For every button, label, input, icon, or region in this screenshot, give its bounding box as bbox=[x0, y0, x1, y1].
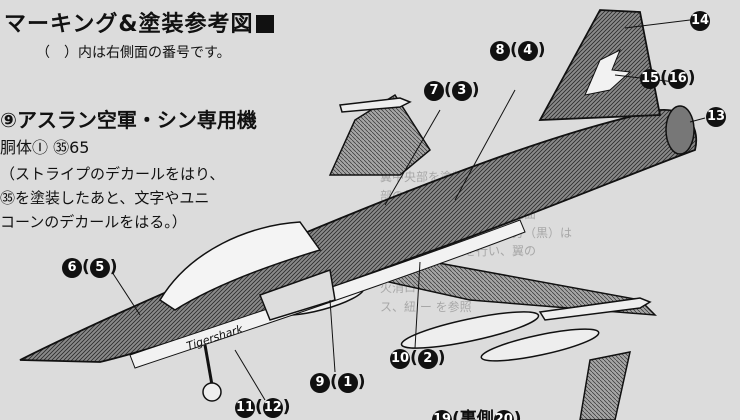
page-title: マーキング&塗装参考図 bbox=[4, 6, 274, 38]
callout-6: 6(5) bbox=[62, 257, 118, 278]
callout-10: 10(2) bbox=[390, 348, 446, 369]
wingtip-missile-left bbox=[339, 97, 412, 113]
callout-15: 15(16) bbox=[640, 68, 696, 89]
ventral-fin bbox=[579, 351, 631, 420]
instructions: （ストライプのデカールをはり、 ㉟を塗装したあと、文字やユニ コーンのデカールを… bbox=[0, 162, 224, 234]
left-wing bbox=[328, 93, 431, 176]
background-line: ス、紐 ー を参照 bbox=[380, 299, 472, 314]
drop-tank bbox=[400, 311, 540, 349]
callout-13: 13 bbox=[706, 106, 726, 127]
note: （ ）内は右側面の番号です。 bbox=[36, 45, 231, 61]
nose-gear bbox=[203, 344, 214, 386]
drop-tank bbox=[480, 328, 600, 362]
callout-8: 8(4) bbox=[490, 40, 546, 61]
nose-wheel bbox=[202, 382, 222, 402]
canopy bbox=[158, 221, 322, 311]
wingtip-missile-right bbox=[538, 297, 652, 321]
instruction-line: （ストライプのデカールをはり、 bbox=[0, 165, 225, 183]
unicorn-emblem bbox=[584, 48, 632, 96]
callout-19: 19(裏側20) bbox=[432, 404, 522, 420]
callout-11: 11(12) bbox=[235, 397, 291, 418]
air-intake bbox=[259, 268, 336, 321]
callout-7: 7(3) bbox=[424, 80, 480, 101]
callout-9: 9(1) bbox=[310, 372, 366, 393]
engine-nozzle bbox=[665, 105, 695, 155]
instruction-line: コーンのデカールをはる。） bbox=[0, 213, 187, 231]
callout-14: 14 bbox=[690, 10, 710, 31]
variant-title: ⑨アスラン空軍・シン専用機 bbox=[0, 108, 257, 132]
body-part-number: 胴体Ⓘ ㉟65 bbox=[0, 138, 90, 157]
instruction-line: ㉟を塗装したあと、文字やユニ bbox=[0, 189, 210, 207]
title-square-icon bbox=[255, 15, 274, 33]
